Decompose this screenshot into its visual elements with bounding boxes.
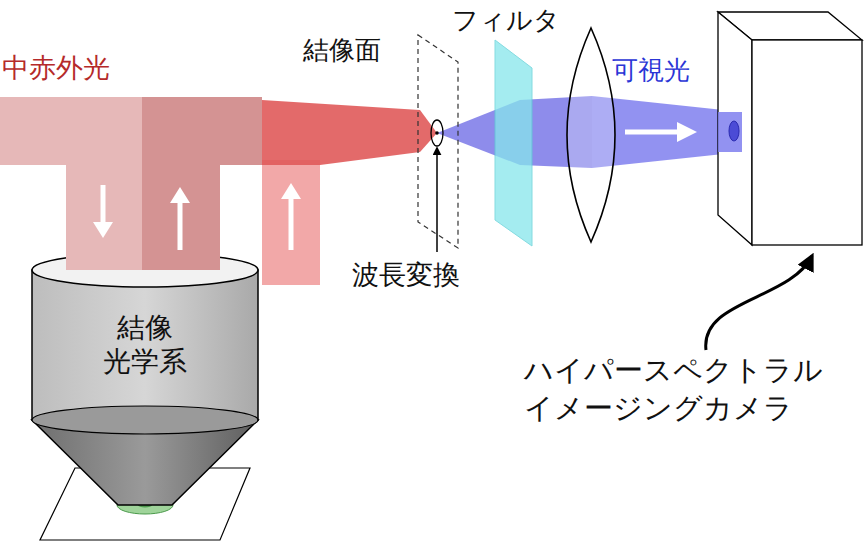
mid-ir-beam xyxy=(0,97,437,285)
camera-label: ハイパースペクトラル イメージングカメラ xyxy=(524,352,864,427)
part-label: 波長変換 xyxy=(352,257,460,292)
filter-plate xyxy=(495,40,532,246)
leader-arrow xyxy=(436,148,438,252)
part-label: 結像面 xyxy=(303,34,381,68)
convex-lens xyxy=(567,28,615,242)
objective-lens xyxy=(32,253,258,505)
part-label: 可視光 xyxy=(612,54,690,88)
leader-arrow xyxy=(706,256,812,350)
image-plane xyxy=(418,35,458,248)
part-label: フィルタ xyxy=(452,4,560,38)
component-label-box: 結像 光学系 xyxy=(60,305,230,384)
camera-box xyxy=(718,12,862,245)
component-name: 結像 光学系 xyxy=(95,311,196,378)
part-label: 中赤外光 xyxy=(2,50,110,85)
